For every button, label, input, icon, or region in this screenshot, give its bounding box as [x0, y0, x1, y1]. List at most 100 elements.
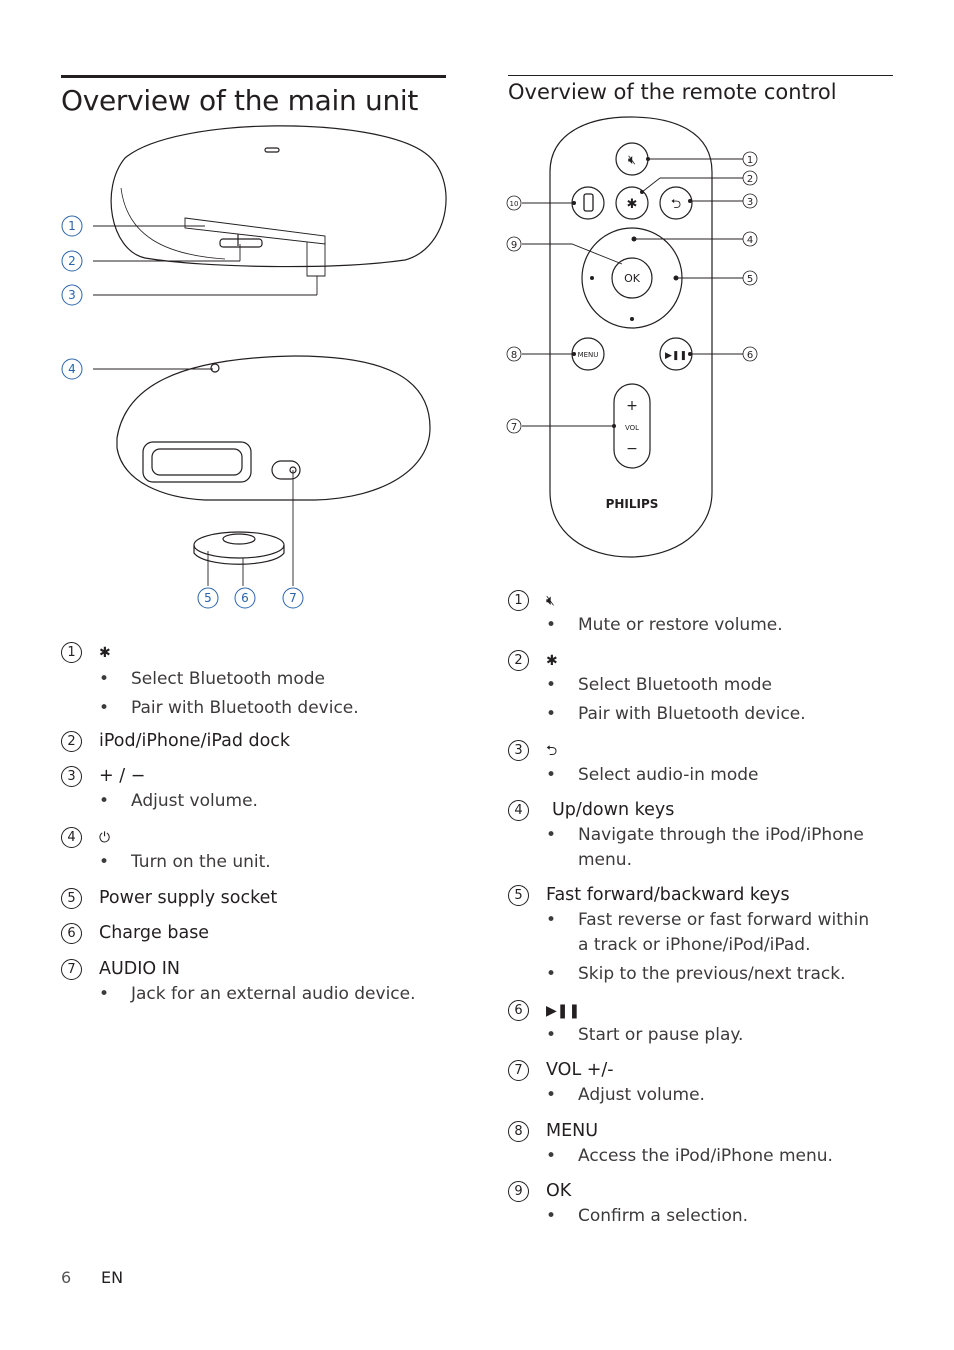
remote-item-4: 4 Up/down keys Navigate through the iPod…	[508, 798, 908, 873]
language-code: EN	[101, 1268, 124, 1287]
dock-cavity	[142, 441, 252, 483]
page-number: 6	[61, 1268, 72, 1287]
bullet: Navigate through the iPod/iPhone menu.	[508, 823, 868, 873]
main-item-2: 2 iPod/iPhone/iPad dock	[61, 729, 461, 754]
rc-callout-9: 9	[511, 240, 517, 251]
bluetooth-icon: ✱	[99, 645, 111, 661]
remote-item-9: 9 OK Confirm a selection.	[508, 1179, 908, 1229]
item-number: 3	[61, 766, 82, 787]
item-number: 6	[61, 923, 82, 944]
main-item-7: 7 AUDIO IN Jack for an external audio de…	[61, 957, 461, 1007]
item-number: 4	[508, 800, 529, 821]
callout-6: 6	[241, 591, 249, 605]
item-title: + / −	[99, 766, 146, 786]
callout-3: 3	[68, 288, 76, 302]
remote-item-5: 5 Fast forward/backward keys Fast revers…	[508, 883, 908, 987]
item-title: Up/down keys	[552, 800, 675, 820]
bluetooth-button	[615, 186, 649, 220]
rc-callout-5: 5	[747, 274, 753, 285]
speaker-side-body	[116, 355, 431, 501]
remote-minus-label: −	[626, 441, 638, 457]
item-title: VOL +/-	[546, 1060, 614, 1080]
power-icon: ⏻	[99, 830, 111, 846]
bullet: Turn on the unit.	[61, 850, 461, 875]
bullet: Adjust volume.	[61, 789, 461, 814]
bullet: Skip to the previous/next track.	[508, 962, 908, 987]
item-number: 2	[61, 731, 82, 752]
charge-base	[193, 531, 285, 559]
item-number: 5	[61, 888, 82, 909]
bullet: Fast reverse or fast forward within a tr…	[508, 908, 878, 958]
main-item-1: 1 ✱ Select Bluetooth mode Pair with Blue…	[61, 640, 461, 721]
bullet: Select Bluetooth mode	[61, 667, 461, 692]
callout-4: 4	[68, 362, 76, 376]
remote-play-glyph: ▶❚❚	[665, 351, 687, 361]
bullet: Select Bluetooth mode	[508, 673, 908, 698]
mute-icon: 🔇︎	[546, 593, 555, 609]
bullet: Access the iPod/iPhone menu.	[508, 1144, 908, 1169]
left-heading-rule	[61, 75, 446, 78]
remote-brand-label: PHILIPS	[606, 497, 659, 511]
item-number: 3	[508, 740, 529, 761]
bullet: Jack for an external audio device.	[61, 982, 461, 1007]
right-heading-rule	[508, 75, 893, 76]
main-unit-heading: Overview of the main unit	[61, 84, 419, 117]
item-title: iPod/iPhone/iPad dock	[99, 731, 291, 751]
remote-menu-label: MENU	[578, 351, 599, 359]
item-number: 1	[61, 642, 82, 663]
bullet: Mute or restore volume.	[508, 613, 908, 638]
main-item-4: 4 ⏻ Turn on the unit.	[61, 825, 461, 875]
main-item-5: 5 Power supply socket	[61, 886, 461, 911]
item-title: AUDIO IN	[99, 959, 181, 979]
bluetooth-icon: ✱	[546, 653, 558, 669]
item-number: 7	[508, 1060, 529, 1081]
item-title: Power supply socket	[99, 888, 278, 908]
remote-item-7: 7 VOL +/- Adjust volume.	[508, 1058, 908, 1108]
remote-item-3: 3 ⮌ Select audio-in mode	[508, 738, 908, 788]
remote-ok-label: OK	[624, 272, 641, 285]
item-title: OK	[546, 1181, 572, 1201]
bullet: Pair with Bluetooth device.	[508, 702, 908, 727]
callout-1: 1	[68, 219, 76, 233]
main-item-6: 6 Charge base	[61, 921, 461, 946]
remote-body	[549, 116, 713, 558]
bullet: Select audio-in mode	[508, 763, 908, 788]
rc-callout-6: 6	[747, 350, 753, 361]
item-number: 6	[508, 1000, 529, 1021]
item-number: 5	[508, 885, 529, 906]
remote-item-1: 1 🔇︎ Mute or restore volume.	[508, 588, 908, 638]
main-item-3: 3 + / − Adjust volume.	[61, 764, 461, 814]
bullet: Confirm a selection.	[508, 1204, 908, 1229]
item-number: 2	[508, 650, 529, 671]
remote-heading: Overview of the remote control	[508, 80, 837, 104]
remote-item-8: 8 MENU Access the iPod/iPhone menu.	[508, 1119, 908, 1169]
callout-2: 2	[68, 254, 76, 268]
audio-in-button	[659, 186, 693, 220]
remote-audioin-glyph: ⮌	[671, 197, 681, 212]
callout-5: 5	[204, 591, 212, 605]
rc-callout-8: 8	[511, 350, 517, 361]
item-number: 4	[61, 827, 82, 848]
play-pause-icon: ▶❚❚	[546, 1003, 581, 1019]
rc-callout-4: 4	[747, 235, 753, 246]
remote-item-6: 6 ▶❚❚ Start or pause play.	[508, 998, 908, 1048]
audio-in-icon: ⮌	[546, 743, 558, 759]
remote-bt-glyph: ✱	[627, 197, 638, 212]
rc-callout-1: 1	[747, 155, 753, 166]
speaker-top-body	[110, 125, 447, 268]
remote-vol-label: VOL	[625, 424, 639, 432]
rc-callout-7: 7	[511, 422, 517, 433]
audio-in-jack	[271, 460, 301, 480]
item-title: MENU	[546, 1121, 599, 1141]
rc-callout-2: 2	[747, 174, 753, 185]
dock-button	[571, 186, 605, 220]
item-title: Fast forward/backward keys	[546, 885, 790, 905]
rc-callout-3: 3	[747, 197, 753, 208]
remote-plus-label: +	[626, 398, 638, 414]
remote-item-2: 2 ✱ Select Bluetooth mode Pair with Blue…	[508, 648, 908, 727]
bullet: Start or pause play.	[508, 1023, 908, 1048]
item-number: 9	[508, 1181, 529, 1202]
callout-7: 7	[289, 591, 297, 605]
rc-callout-10: 10	[510, 200, 519, 208]
item-number: 7	[61, 959, 82, 980]
